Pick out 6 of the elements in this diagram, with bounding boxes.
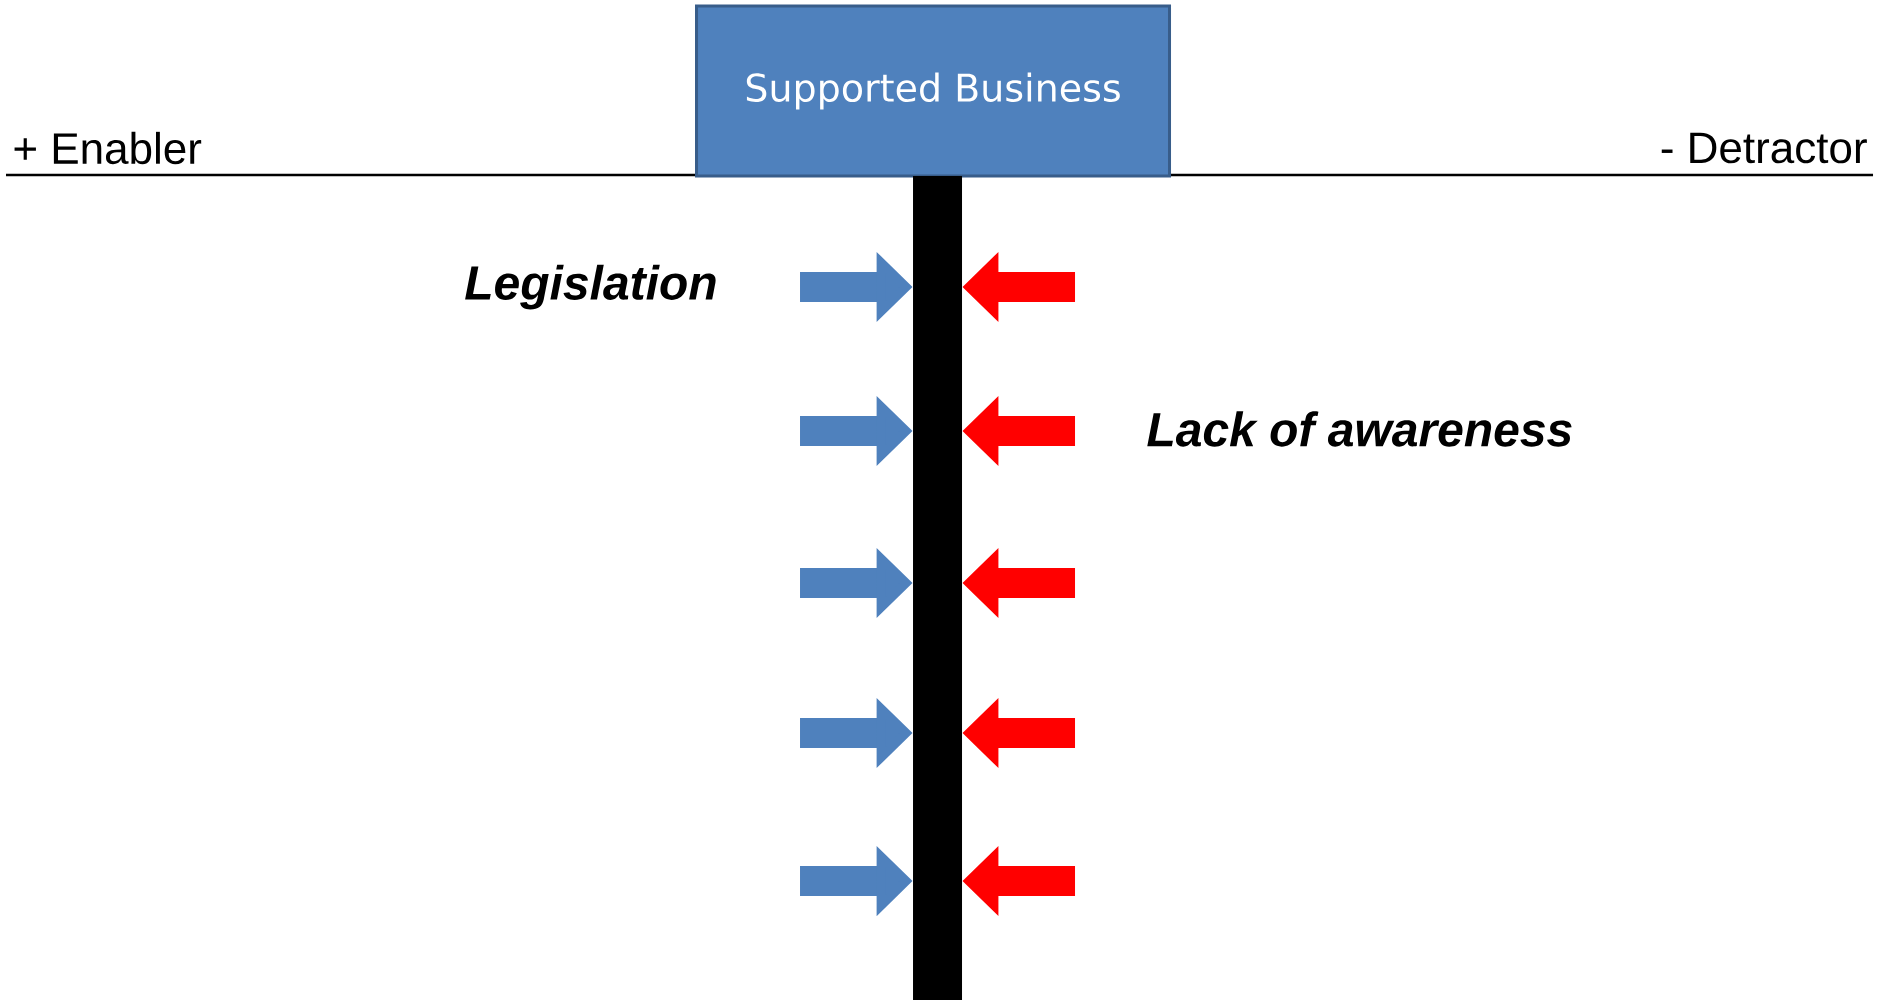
process-box: Supported Business	[695, 4, 1171, 178]
factor-label: Lack of awareness	[1147, 411, 1572, 447]
factor-label: Legislation	[465, 264, 716, 310]
side-label: - Detractor	[1661, 132, 1867, 164]
vertical-bar	[913, 176, 962, 1000]
side-label: + Enabler	[14, 131, 202, 165]
